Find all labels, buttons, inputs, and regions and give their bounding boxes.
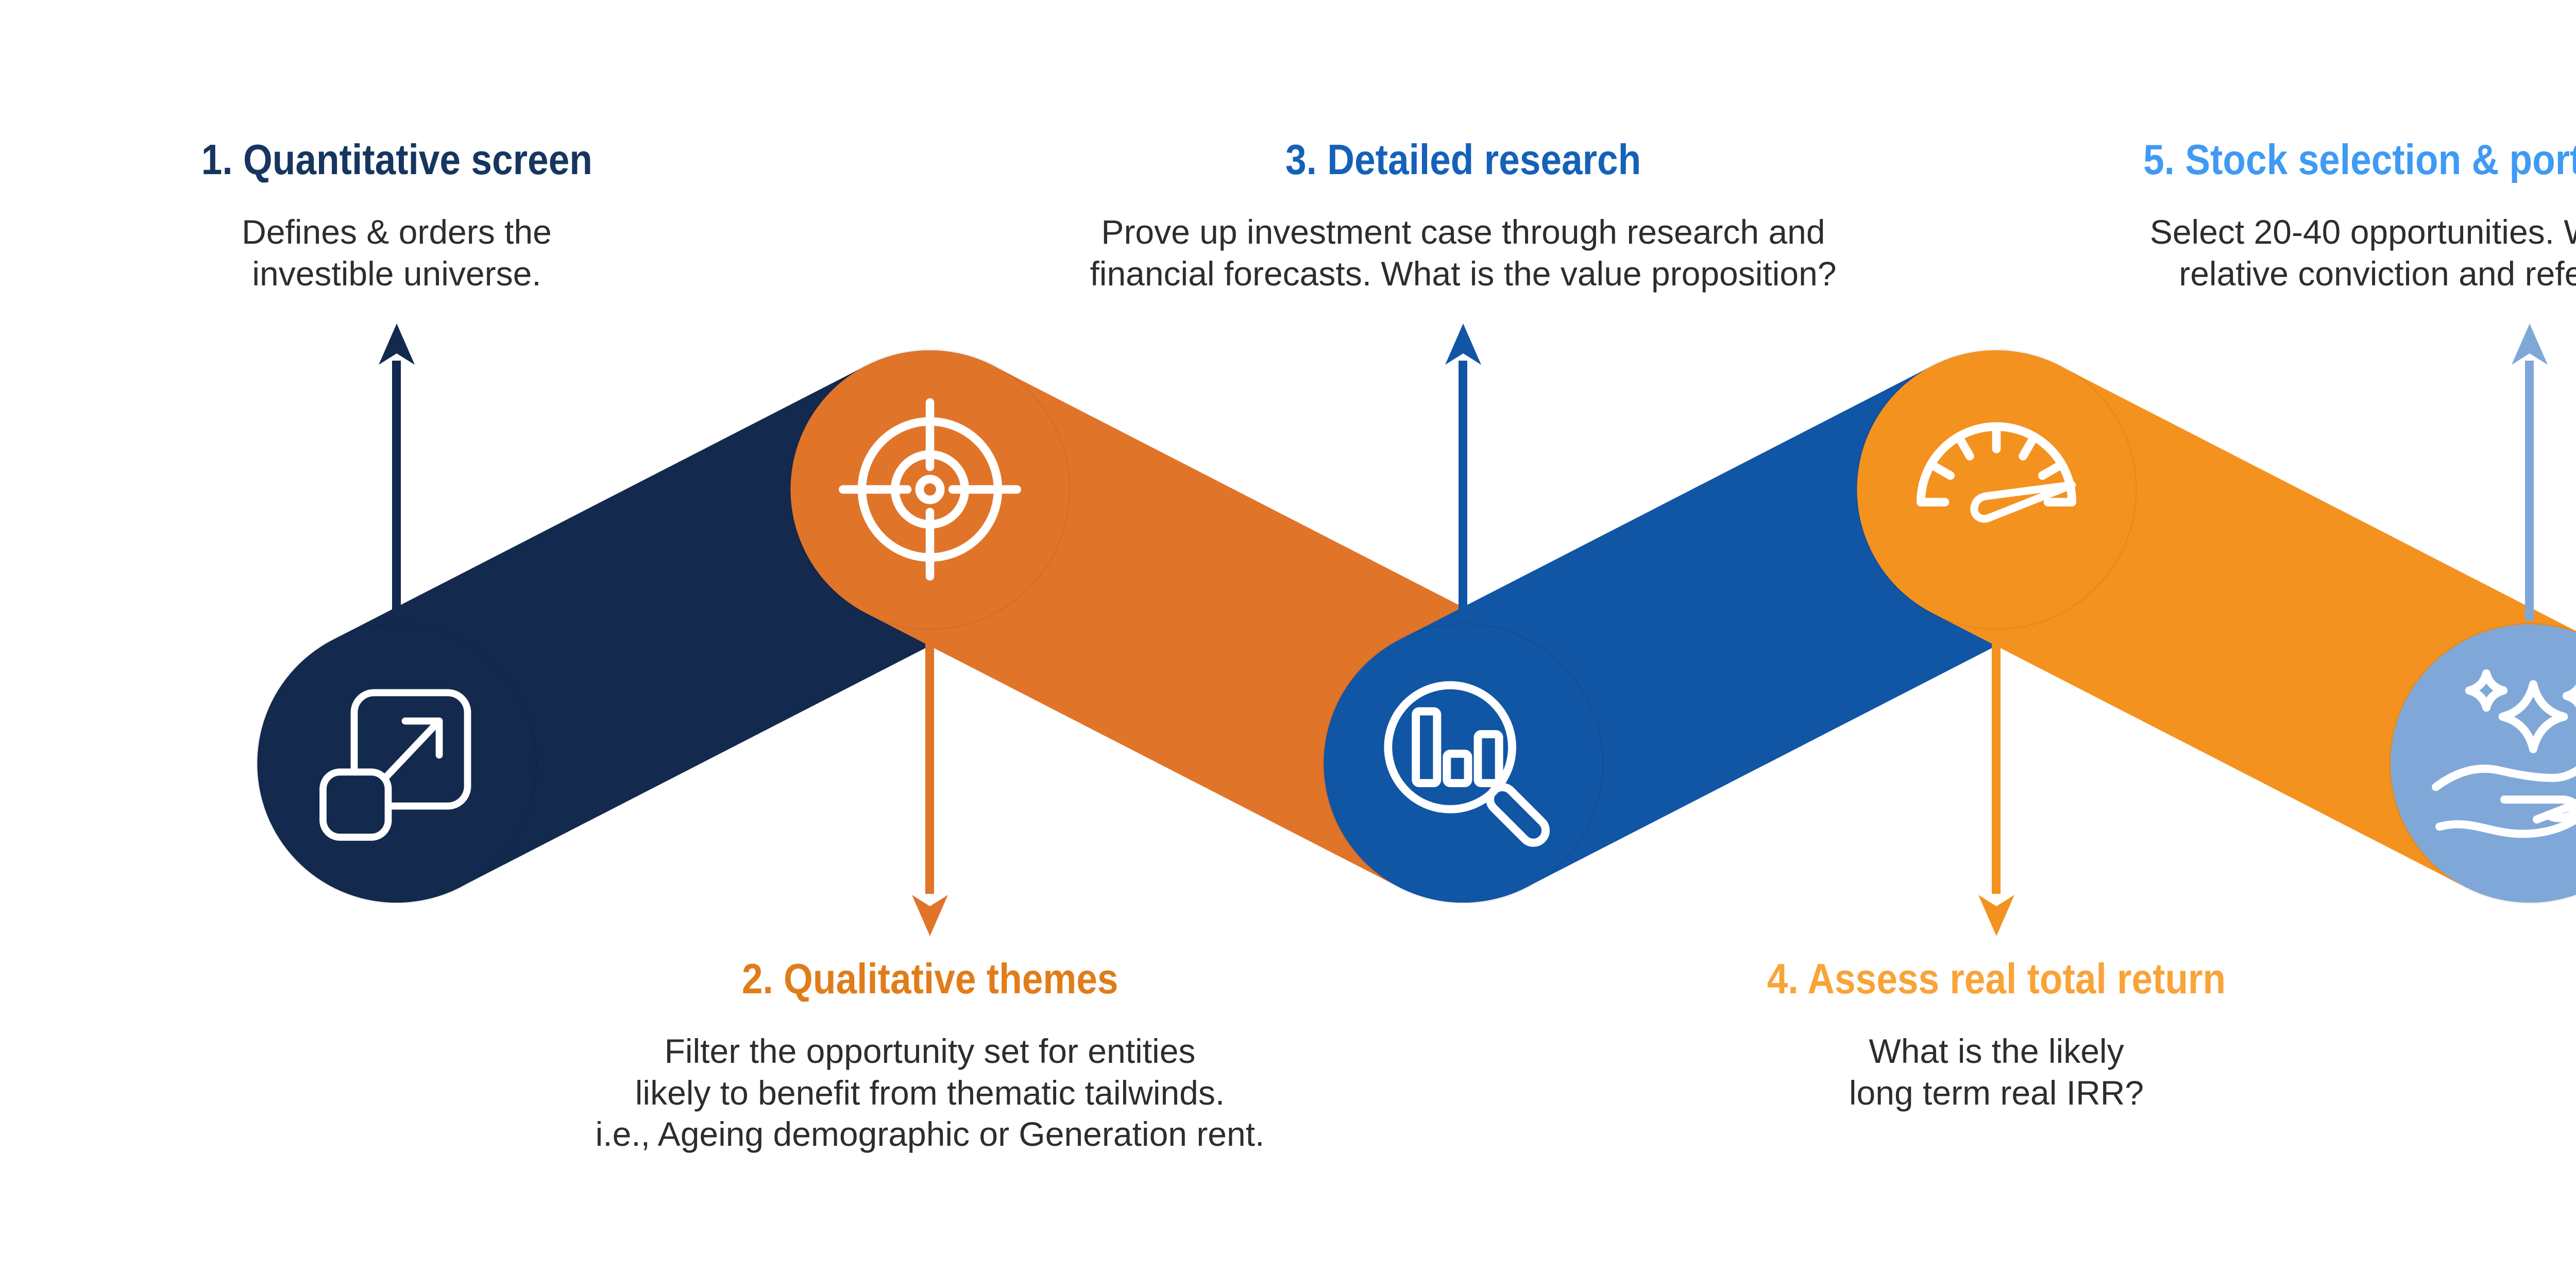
step-1-arrow-head: [379, 324, 415, 365]
step-4-arrow-head: [1978, 895, 2014, 936]
step-2-title: 2. Qualitative themes: [741, 955, 1118, 1003]
step-4-node: [1857, 350, 2136, 629]
step-1-arrow-shaft: [392, 361, 401, 621]
step-5-label: 5. Stock selection & portfolio construct…: [1852, 134, 2576, 294]
step-3-title: 3. Detailed research: [1285, 135, 1641, 183]
step-4-title: 4. Assess real total return: [1767, 955, 2226, 1003]
step-2-label: 2. Qualitative themes Filter the opportu…: [260, 953, 1600, 1155]
step-3-label: 3. Detailed research Prove up investment…: [793, 134, 2133, 294]
step-2-arrow-head: [912, 895, 948, 936]
hand-sparkles-icon: [2432, 669, 2576, 838]
step-2-arrow-shaft: [925, 628, 934, 894]
step-5-description: Select 20-40 opportunities. Weights are …: [2149, 213, 2576, 293]
step-3-node: [1324, 624, 1602, 903]
step-5-title: 5. Stock selection & portfolio construct…: [2143, 135, 2576, 183]
step-5-node: [2391, 624, 2576, 903]
step-2-description: Filter the opportunity set for entities …: [595, 1032, 1265, 1154]
step-1-node: [258, 624, 536, 903]
step-4-arrow-shaft: [1992, 628, 2001, 894]
expand-icon: [319, 689, 471, 841]
step-1-title: 1. Quantitative screen: [201, 135, 592, 183]
step-5-arrow-shaft: [2525, 361, 2534, 621]
target-icon: [839, 398, 1021, 581]
step-1-description: Defines & orders the investible universe…: [242, 213, 552, 293]
step-1-label: 1. Quantitative screen Defines & orders …: [0, 134, 1066, 294]
step-4-label: 4. Assess real total return What is the …: [1327, 953, 2576, 1113]
step-3-arrow-head: [1445, 324, 1481, 365]
chart-magnifier-icon: [1384, 681, 1550, 847]
step-3-arrow-shaft: [1459, 361, 1467, 621]
step-2-node: [791, 350, 1069, 629]
step-5-arrow-head: [2512, 324, 2548, 365]
step-4-description: What is the likely long term real IRR?: [1849, 1032, 2144, 1112]
speedometer-icon: [1917, 422, 2076, 523]
step-3-description: Prove up investment case through researc…: [1090, 213, 1837, 293]
